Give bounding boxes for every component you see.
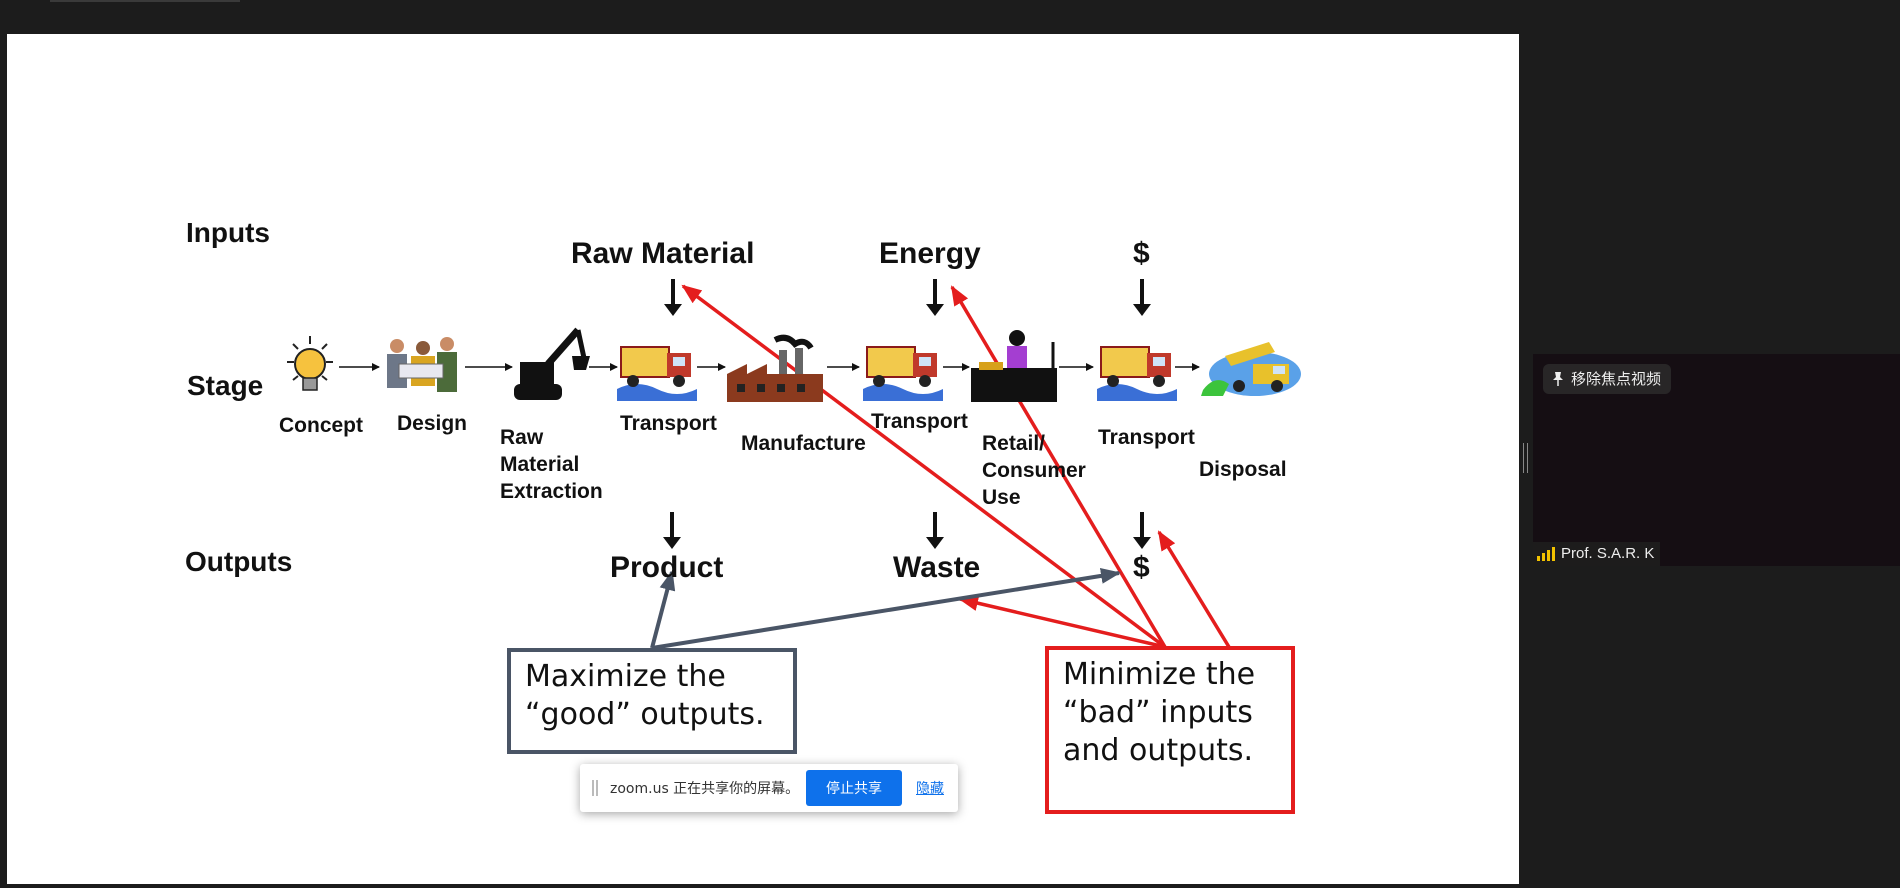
truck-icon	[1097, 346, 1177, 401]
panel-resize-handle[interactable]	[1523, 443, 1528, 473]
signal-strength-icon	[1537, 547, 1555, 561]
box-line: “bad” inputs	[1063, 695, 1253, 730]
factory-icon	[727, 334, 823, 402]
box-line: and outputs.	[1063, 733, 1254, 768]
unpin-video-button[interactable]: 移除焦点视频	[1543, 364, 1672, 394]
stage-label-transport-3: Transport	[1098, 426, 1195, 449]
stage-label-retail-consumer-use: Retail/ Consumer Use	[982, 430, 1086, 511]
row-label-outputs: Outputs	[185, 546, 293, 577]
people-icon	[387, 337, 457, 392]
stage-label-line: Use	[982, 486, 1021, 509]
truck-icon	[863, 346, 943, 401]
input-raw-material: Raw Material	[571, 237, 755, 270]
output-product: Product	[610, 551, 724, 584]
row-label-stage: Stage	[187, 370, 264, 401]
stage-label-line: Raw	[500, 426, 544, 449]
unpin-video-label: 移除焦点视频	[1571, 370, 1662, 388]
red-arrows	[681, 284, 1231, 649]
arrows-layer	[339, 279, 1231, 650]
box-line: Maximize the	[525, 659, 726, 694]
hide-link[interactable]: 隐藏	[916, 781, 944, 797]
input-money: $	[1133, 237, 1150, 270]
stage-label-concept: Concept	[279, 414, 363, 437]
participant-name: Prof. S.A.R. K	[1561, 545, 1655, 562]
stage-label-line: Extraction	[500, 480, 603, 503]
speaker-video-panel: 移除焦点视频 Prof. S.A.R. K	[1533, 354, 1900, 566]
stage-label-transport-2: Transport	[871, 410, 968, 433]
lightbulb-icon	[287, 336, 333, 391]
dump-truck-icon	[1201, 342, 1301, 396]
box-line: Minimize the	[1063, 657, 1256, 692]
stage-label-transport-1: Transport	[620, 412, 717, 435]
pin-icon	[1553, 372, 1563, 386]
row-label-inputs: Inputs	[186, 217, 270, 248]
output-money: $	[1133, 551, 1150, 584]
stop-share-button[interactable]: 停止共享	[806, 770, 902, 806]
minimize-bad-box: Minimize the “bad” inputs and outputs.	[1045, 646, 1295, 814]
screen-share-toast: zoom.us 正在共享你的屏幕。 停止共享 隐藏	[580, 764, 958, 812]
drag-handle-icon[interactable]	[592, 780, 598, 796]
truck-icon	[617, 346, 697, 401]
stage-label-disposal: Disposal	[1199, 458, 1287, 481]
shopper-icon	[971, 330, 1057, 402]
share-status-message: zoom.us 正在共享你的屏幕。	[610, 781, 800, 797]
stage-label-design: Design	[397, 412, 468, 435]
stage-label-raw-material-extraction: Raw Material Extraction	[500, 424, 603, 505]
input-energy: Energy	[879, 237, 981, 270]
stage-label-line: Consumer	[982, 459, 1086, 482]
stage-label-manufacture: Manufacture	[741, 432, 866, 455]
stage-label-line: Retail/	[982, 432, 1046, 455]
participant-name-tag: Prof. S.A.R. K	[1533, 542, 1661, 566]
maximize-good-outputs-box: Maximize the “good” outputs.	[507, 648, 797, 754]
window-top-strip	[50, 0, 240, 2]
output-arrows	[663, 512, 1151, 549]
output-waste: Waste	[893, 551, 981, 584]
input-arrows	[664, 279, 1151, 316]
box-line: “good” outputs.	[525, 697, 765, 732]
stage-label-line: Material	[500, 453, 580, 476]
shared-slide: Inputs Stage Outputs Raw Material Energy…	[7, 34, 1519, 884]
gray-arrows	[650, 567, 1121, 650]
excavator-icon	[514, 327, 590, 400]
